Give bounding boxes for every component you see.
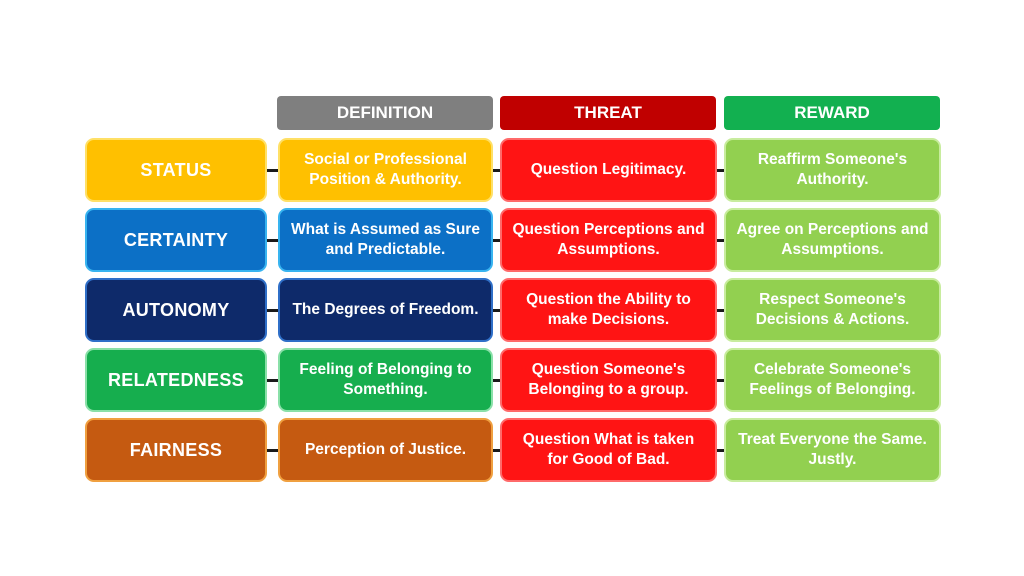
- definition-text: The Degrees of Freedom.: [292, 301, 479, 318]
- definition-text: Perception of Justice.: [304, 441, 467, 458]
- connector-line: [266, 309, 278, 312]
- connector-line: [266, 239, 278, 242]
- threat-text: Question the Ability to make Decisions.: [526, 291, 691, 328]
- category-cell: RELATEDNESS: [85, 348, 267, 412]
- connector-line: [492, 169, 501, 172]
- connector-line: [716, 379, 725, 382]
- reward-text: Respect Someone's Decisions & Actions.: [755, 291, 910, 328]
- threat-cell: Question Someone's Belonging to a group.: [500, 348, 717, 412]
- category-cell: FAIRNESS: [85, 418, 267, 482]
- reward-text: Treat Everyone the Same. Justly.: [738, 431, 927, 468]
- category-label: STATUS: [140, 160, 212, 180]
- reward-cell: Treat Everyone the Same. Justly.: [724, 418, 941, 482]
- connector-line: [492, 379, 501, 382]
- definition-text: Feeling of Belonging to Something.: [299, 361, 472, 398]
- connector-line: [492, 309, 501, 312]
- row-status: STATUS Social or Professional Position &…: [0, 138, 1024, 202]
- category-label: FAIRNESS: [129, 440, 223, 460]
- header-reward: REWARD: [724, 96, 940, 130]
- category-label: AUTONOMY: [122, 300, 230, 320]
- threat-text: Question Someone's Belonging to a group.: [528, 361, 689, 398]
- definition-cell: Perception of Justice.: [278, 418, 493, 482]
- connector-line: [492, 239, 501, 242]
- reward-cell: Agree on Perceptions and Assumptions.: [724, 208, 941, 272]
- definition-text: Social or Professional Position & Author…: [304, 151, 467, 188]
- connector-line: [266, 449, 278, 452]
- definition-cell: The Degrees of Freedom.: [278, 278, 493, 342]
- threat-cell: Question Perceptions and Assumptions.: [500, 208, 717, 272]
- threat-cell: Question the Ability to make Decisions.: [500, 278, 717, 342]
- connector-line: [266, 379, 278, 382]
- category-label: RELATEDNESS: [108, 370, 244, 390]
- reward-text: Agree on Perceptions and Assumptions.: [736, 221, 929, 258]
- reward-text: Reaffirm Someone's Authority.: [757, 151, 908, 188]
- connector-line: [716, 309, 725, 312]
- category-cell: CERTAINTY: [85, 208, 267, 272]
- threat-text: Question Perceptions and Assumptions.: [512, 221, 705, 258]
- definition-cell: What is Assumed as Sure and Predictable.: [278, 208, 493, 272]
- connector-line: [492, 449, 501, 452]
- connector-line: [716, 239, 725, 242]
- row-certainty: CERTAINTY What is Assumed as Sure and Pr…: [0, 208, 1024, 272]
- connector-line: [716, 169, 725, 172]
- category-cell: AUTONOMY: [85, 278, 267, 342]
- threat-text: Question Legitimacy.: [530, 161, 687, 178]
- reward-text: Celebrate Someone's Feelings of Belongin…: [749, 361, 916, 398]
- row-relatedness: RELATEDNESS Feeling of Belonging to Some…: [0, 348, 1024, 412]
- category-cell: STATUS: [85, 138, 267, 202]
- header-definition-label: DEFINITION: [336, 103, 434, 122]
- definition-text: What is Assumed as Sure and Predictable.: [291, 221, 480, 258]
- header-threat-label: THREAT: [574, 103, 642, 122]
- threat-text: Question What is taken for Good of Bad.: [522, 431, 695, 468]
- header-definition: DEFINITION: [277, 96, 493, 130]
- definition-cell: Feeling of Belonging to Something.: [278, 348, 493, 412]
- reward-cell: Respect Someone's Decisions & Actions.: [724, 278, 941, 342]
- definition-cell: Social or Professional Position & Author…: [278, 138, 493, 202]
- connector-line: [716, 449, 725, 452]
- header-reward-label: REWARD: [794, 103, 870, 122]
- row-autonomy: AUTONOMY The Degrees of Freedom. Questio…: [0, 278, 1024, 342]
- reward-cell: Celebrate Someone's Feelings of Belongin…: [724, 348, 941, 412]
- threat-cell: Question Legitimacy.: [500, 138, 717, 202]
- threat-cell: Question What is taken for Good of Bad.: [500, 418, 717, 482]
- connector-line: [266, 169, 278, 172]
- row-fairness: FAIRNESS Perception of Justice. Question…: [0, 418, 1024, 482]
- header-threat: THREAT: [500, 96, 716, 130]
- category-label: CERTAINTY: [123, 230, 229, 250]
- reward-cell: Reaffirm Someone's Authority.: [724, 138, 941, 202]
